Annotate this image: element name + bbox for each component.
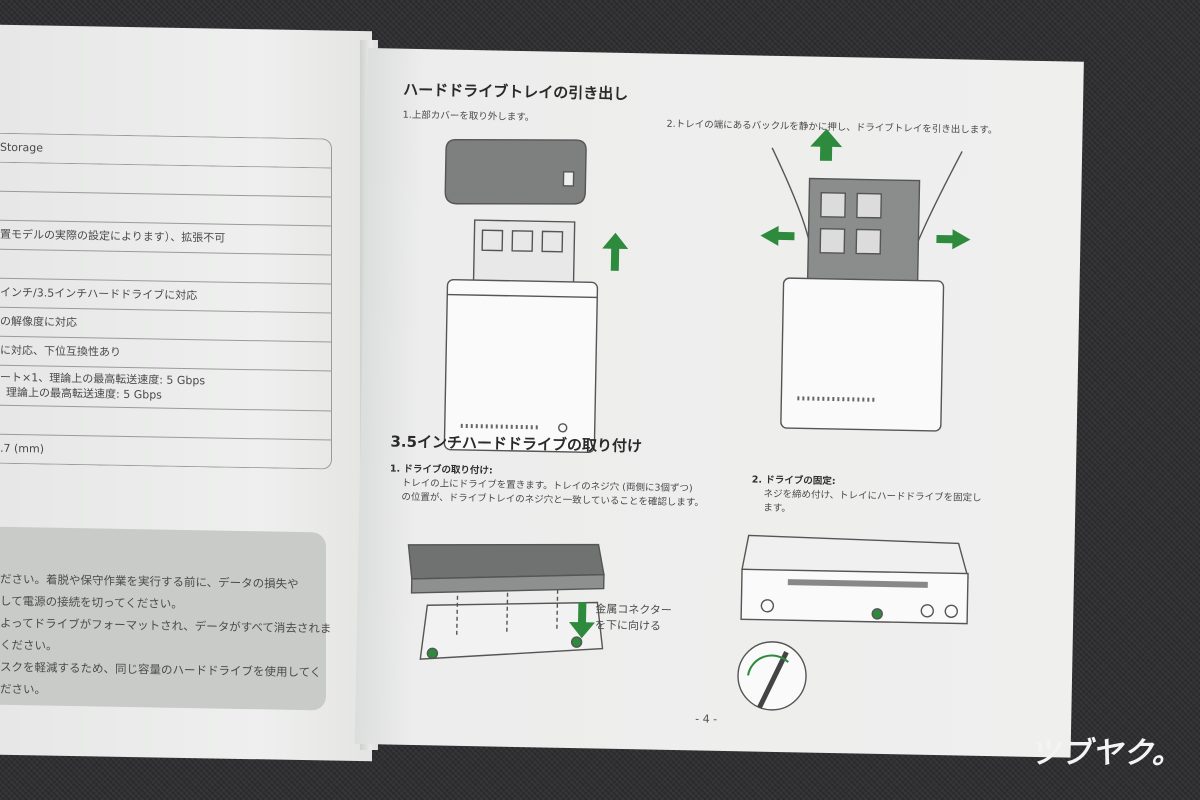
down-arrow-icon	[569, 602, 596, 639]
connector-callout-line: 金属コネクター	[595, 602, 672, 617]
spec-row-interface: ート×1、理論上の最高転送速度: 5 Gbps 理論上の最高転送速度: 5 Gb…	[0, 365, 332, 412]
warning-line: ださい。着脱や保守作業を実行する前に、データの損失や	[0, 571, 299, 591]
left-page: Storage 置モデルの実際の設定によります）、拡張不可 インチ/3.5インチ…	[0, 24, 372, 762]
enclosure-lid-illustration	[443, 139, 599, 454]
spec-row: .7 (mm)	[0, 434, 332, 470]
warning-line: して電源の接続を切ってください。	[0, 593, 183, 611]
warning-line: ください。	[0, 637, 58, 653]
section-title-install: 3.5インチハードドライブの取り付け	[390, 432, 643, 456]
spec-table: Storage 置モデルの実際の設定によります）、拡張不可 インチ/3.5インチ…	[0, 132, 332, 470]
connector-callout: 金属コネクター を下に向ける	[595, 600, 672, 633]
right-page: ハードドライブトレイの引き出し 1.上部カバーを取り外します。 2.トレイの端に…	[354, 48, 1084, 758]
drive-tray-illustration	[407, 543, 605, 660]
page-number: - 4 -	[695, 712, 718, 726]
drive-fixed-illustration	[737, 534, 969, 711]
install-step-2: 2. ドライブの固定: ネジを締め付け、トレイにハードドライブを固定し ます。	[751, 471, 982, 517]
watermark-logo: ツブヤク。	[1030, 736, 1183, 771]
connector-callout-line: を下に向ける	[594, 618, 662, 633]
warning-box: ださい。着脱や保守作業を実行する前に、データの損失や して電源の接続を切ってくだ…	[0, 526, 331, 711]
install-step-1: 1. ドライブの取り付け: トレイの上にドライブを置きます。トレイのネジ穴 (両…	[389, 461, 704, 508]
warning-line: スクを軽減するため、同じ容量のハードドライブを使用してく	[0, 659, 322, 680]
warning-line: ださい。	[0, 681, 46, 697]
step-1-text: 1.上部カバーを取り外します。	[402, 109, 535, 124]
section-title-tray: ハードドライブトレイの引き出し	[403, 80, 629, 104]
up-arrow-icon	[602, 232, 629, 271]
warning-line: よってドライブがフォーマットされ、データがすべて消去されま	[0, 615, 332, 636]
tray-pull-illustration	[760, 128, 971, 432]
